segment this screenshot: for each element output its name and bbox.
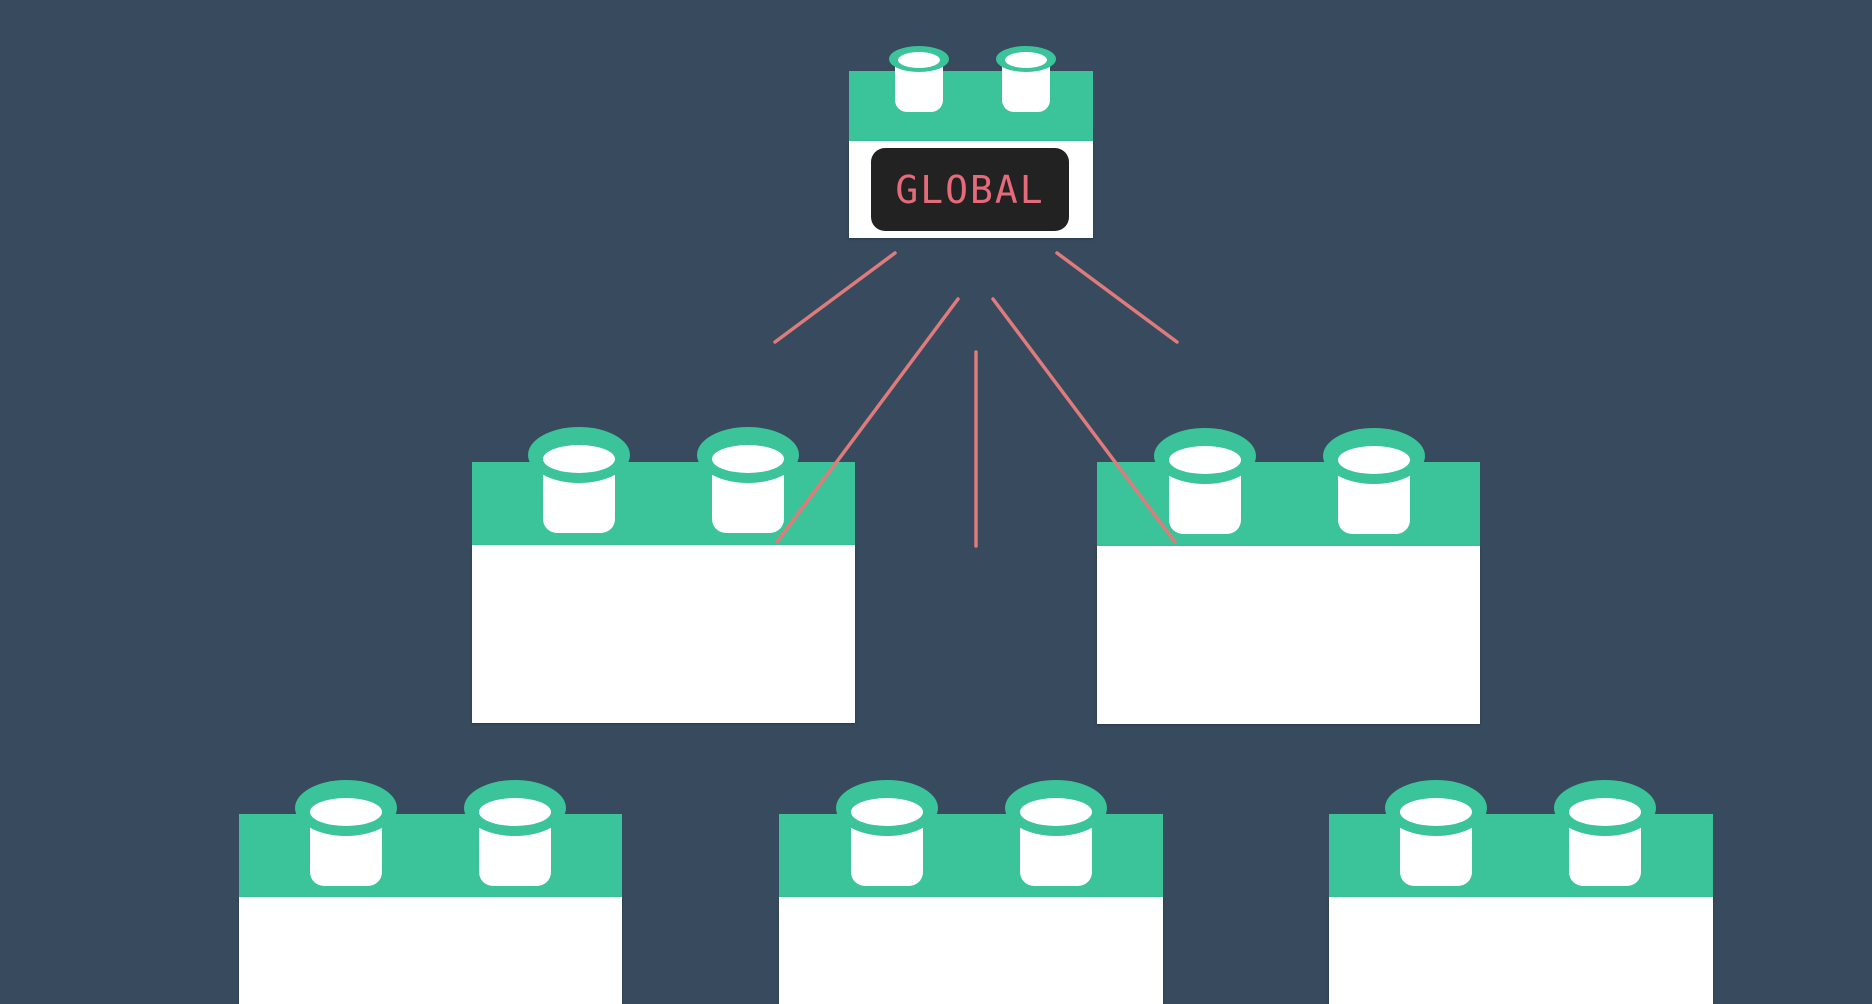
- stud-icon: [295, 780, 397, 886]
- stud-icon: [464, 780, 566, 886]
- stud-icon: [1385, 780, 1487, 886]
- block-body: [779, 897, 1163, 1004]
- block-top: [239, 814, 622, 897]
- connector-line: [773, 251, 897, 344]
- global-label: GLOBAL: [871, 148, 1069, 231]
- block-body: [472, 545, 855, 723]
- block-body: [1097, 546, 1480, 724]
- stud-icon: [1554, 780, 1656, 886]
- stud-icon: [1323, 428, 1425, 534]
- child-block-bottom-left: [239, 780, 622, 1004]
- child-block-mid-right: [1097, 428, 1480, 724]
- child-block-bottom-right: [1329, 780, 1713, 1004]
- block-body: [239, 897, 622, 1004]
- stud-icon: [528, 427, 630, 533]
- block-top: [779, 814, 1163, 897]
- stud-icon: [1154, 428, 1256, 534]
- global-block: GLOBAL: [849, 46, 1093, 238]
- block-top: [1329, 814, 1713, 897]
- child-block-bottom-center: [779, 780, 1163, 1004]
- stud-icon: [697, 427, 799, 533]
- stud-icon: [889, 46, 949, 112]
- stud-icon: [1005, 780, 1107, 886]
- stud-icon: [996, 46, 1056, 112]
- block-body: [1329, 897, 1713, 1004]
- block-top: [849, 71, 1093, 141]
- connector-line: [1055, 251, 1179, 344]
- child-block-mid-left: [472, 427, 855, 723]
- stud-icon: [836, 780, 938, 886]
